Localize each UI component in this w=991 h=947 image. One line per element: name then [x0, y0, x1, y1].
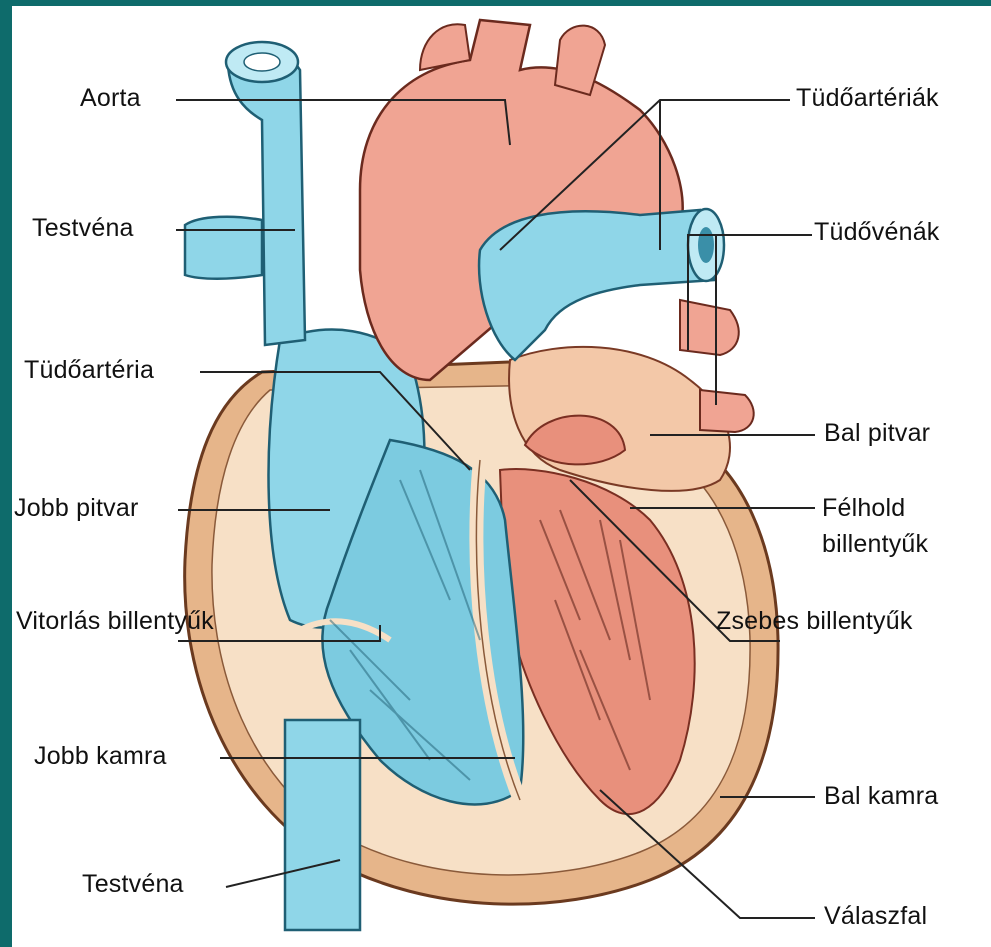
- pulmonary-vein-2: [700, 390, 754, 432]
- label-felhold: Félhold billentyűk: [822, 490, 928, 563]
- label-tudoarteria: Tüdőartéria: [24, 356, 154, 385]
- label-tudovenak: Tüdővénák: [814, 218, 940, 247]
- superior-vena-cava: [228, 51, 305, 345]
- label-vitorlas: Vitorlás billentyűk: [16, 607, 214, 636]
- svc-branch: [185, 217, 262, 279]
- label-jobb-kamra: Jobb kamra: [34, 742, 167, 771]
- label-bal-pitvar: Bal pitvar: [824, 419, 930, 448]
- inferior-vena-cava: [285, 720, 360, 930]
- label-jobb-pitvar: Jobb pitvar: [14, 494, 139, 523]
- label-aorta: Aorta: [80, 84, 141, 113]
- label-testvena-bottom: Testvéna: [82, 870, 184, 899]
- label-tudoarteriak: Tüdőartériák: [796, 84, 939, 113]
- label-zsebes: Zsebes billentyűk: [716, 607, 913, 636]
- label-bal-kamra: Bal kamra: [824, 782, 938, 811]
- label-valaszfal: Válaszfal: [824, 902, 927, 931]
- label-testvena-top: Testvéna: [32, 214, 134, 243]
